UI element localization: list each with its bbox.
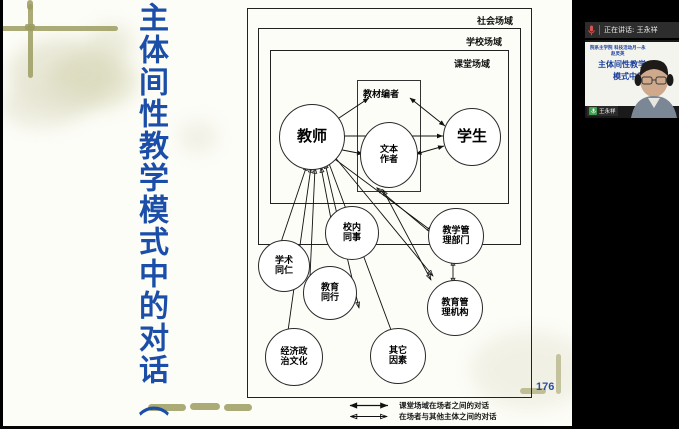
page-title: 主体间性教学模式中的对话（一） xyxy=(133,2,168,429)
diagram-legend: 课堂场域在场者之间的对话 在场者与其他主体之间的对话 xyxy=(345,400,545,422)
ink-wash-decor xyxy=(0,82,86,128)
bamboo-stroke-vertical xyxy=(28,4,33,78)
bamboo-stroke-node xyxy=(25,24,35,30)
active-speaker-label: 正在讲话: 王永祥 xyxy=(604,26,658,34)
node-label: 作者 xyxy=(379,155,398,165)
node-teacher: 教师 xyxy=(279,104,345,170)
node-label: 理部门 xyxy=(442,236,470,246)
node-label: 同事 xyxy=(342,233,361,243)
slide-left-border xyxy=(0,0,3,429)
field-label-school: 学校场域 xyxy=(466,38,503,48)
microphone-active-icon xyxy=(589,107,597,115)
active-speaker-bar: 正在讲话: 王永祥 xyxy=(585,22,679,38)
legend-hollow-arrow-icon xyxy=(345,412,393,421)
legend-solid-arrow-icon xyxy=(349,402,388,409)
node-label: 经济政 xyxy=(280,346,308,357)
node-label: 学生 xyxy=(456,127,487,146)
node-label: 教育 xyxy=(320,282,339,293)
node-academic-peer: 学术 同仁 xyxy=(258,240,310,292)
node-label: 学术 xyxy=(274,255,293,266)
field-label-classroom: 课堂场域 xyxy=(454,60,491,70)
node-education-admin-org: 教育管 理机构 xyxy=(427,280,483,336)
textbook-editor-label: 教材编者 xyxy=(363,90,400,100)
node-other-factors: 其它 因素 xyxy=(370,328,426,384)
participant-name: 王永祥 xyxy=(599,109,616,115)
node-label: 教师 xyxy=(296,127,327,146)
field-label-social: 社会场域 xyxy=(477,17,514,27)
legend-row-hollow: 在场者与其他主体之间的对话 xyxy=(345,411,545,422)
node-label: 教学管 xyxy=(442,225,470,236)
bamboo-stroke-horizontal xyxy=(224,404,252,411)
node-label: 文本 xyxy=(379,144,398,155)
node-school-colleague: 校内 同事 xyxy=(325,206,379,260)
video-tile[interactable]: 院系主学院 科技活动月—永 赵灵英 主体间性教学 模式中的 欢迎 xyxy=(585,40,679,118)
bamboo-stroke-vertical xyxy=(556,354,561,394)
preview-header-line2: 赵灵英 xyxy=(611,52,625,57)
video-conference-panel: 正在讲话: 王永祥 院系主学院 科技活动月—永 赵灵英 主体间性教学 模式中的 … xyxy=(572,0,679,429)
node-label: 校内 xyxy=(342,222,361,233)
node-text-author: 文本 作者 xyxy=(360,122,418,188)
node-label: 理机构 xyxy=(441,308,469,318)
microphone-icon xyxy=(585,22,598,38)
shared-slide-preview: 院系主学院 科技活动月—永 赵灵英 主体间性教学 模式中的 欢迎 xyxy=(585,42,679,106)
bamboo-stroke-horizontal xyxy=(0,26,118,31)
slide-page-number: 176 xyxy=(536,381,555,393)
node-label: 同仁 xyxy=(274,266,293,276)
node-label: 教育管 xyxy=(441,297,469,308)
node-label: 其它 xyxy=(388,345,407,356)
legend-label: 在场者与其他主体之间的对话 xyxy=(399,412,497,421)
slide-bottom-border xyxy=(0,426,572,429)
ink-wash-decor xyxy=(8,38,118,108)
preview-title-line2: 模式中的 xyxy=(613,72,645,81)
node-teaching-admin-dept: 教学管 理部门 xyxy=(428,208,484,264)
field-box-social xyxy=(247,8,532,398)
preview-title-line1: 主体间性教学 xyxy=(598,60,646,69)
legend-row-solid: 课堂场域在场者之间的对话 xyxy=(345,400,545,411)
legend-label: 课堂场域在场者之间的对话 xyxy=(399,401,489,410)
node-economy-politics-culture: 经济政 治文化 xyxy=(265,328,323,386)
speaker-webcam-image xyxy=(631,54,677,118)
ink-wash-decor xyxy=(178,120,218,154)
node-label: 因素 xyxy=(388,356,407,366)
participant-name-badge: 王永祥 xyxy=(587,106,618,116)
presentation-slide: 主体间性教学模式中的对话（一） 社会场域 学校场域 课堂场域 教材编者 xyxy=(0,0,572,429)
divider xyxy=(599,25,600,35)
node-education-peer: 教育 同行 xyxy=(303,266,357,320)
node-label: 治文化 xyxy=(280,357,308,367)
node-label: 同行 xyxy=(320,293,339,303)
bamboo-stroke-vertical xyxy=(27,0,33,10)
preview-header-line1: 院系主学院 科技活动月—永 xyxy=(590,46,646,51)
dialogue-model-diagram: 社会场域 学校场域 课堂场域 教材编者 xyxy=(247,8,532,398)
node-student: 学生 xyxy=(443,108,501,166)
bamboo-stroke-horizontal xyxy=(190,403,220,410)
